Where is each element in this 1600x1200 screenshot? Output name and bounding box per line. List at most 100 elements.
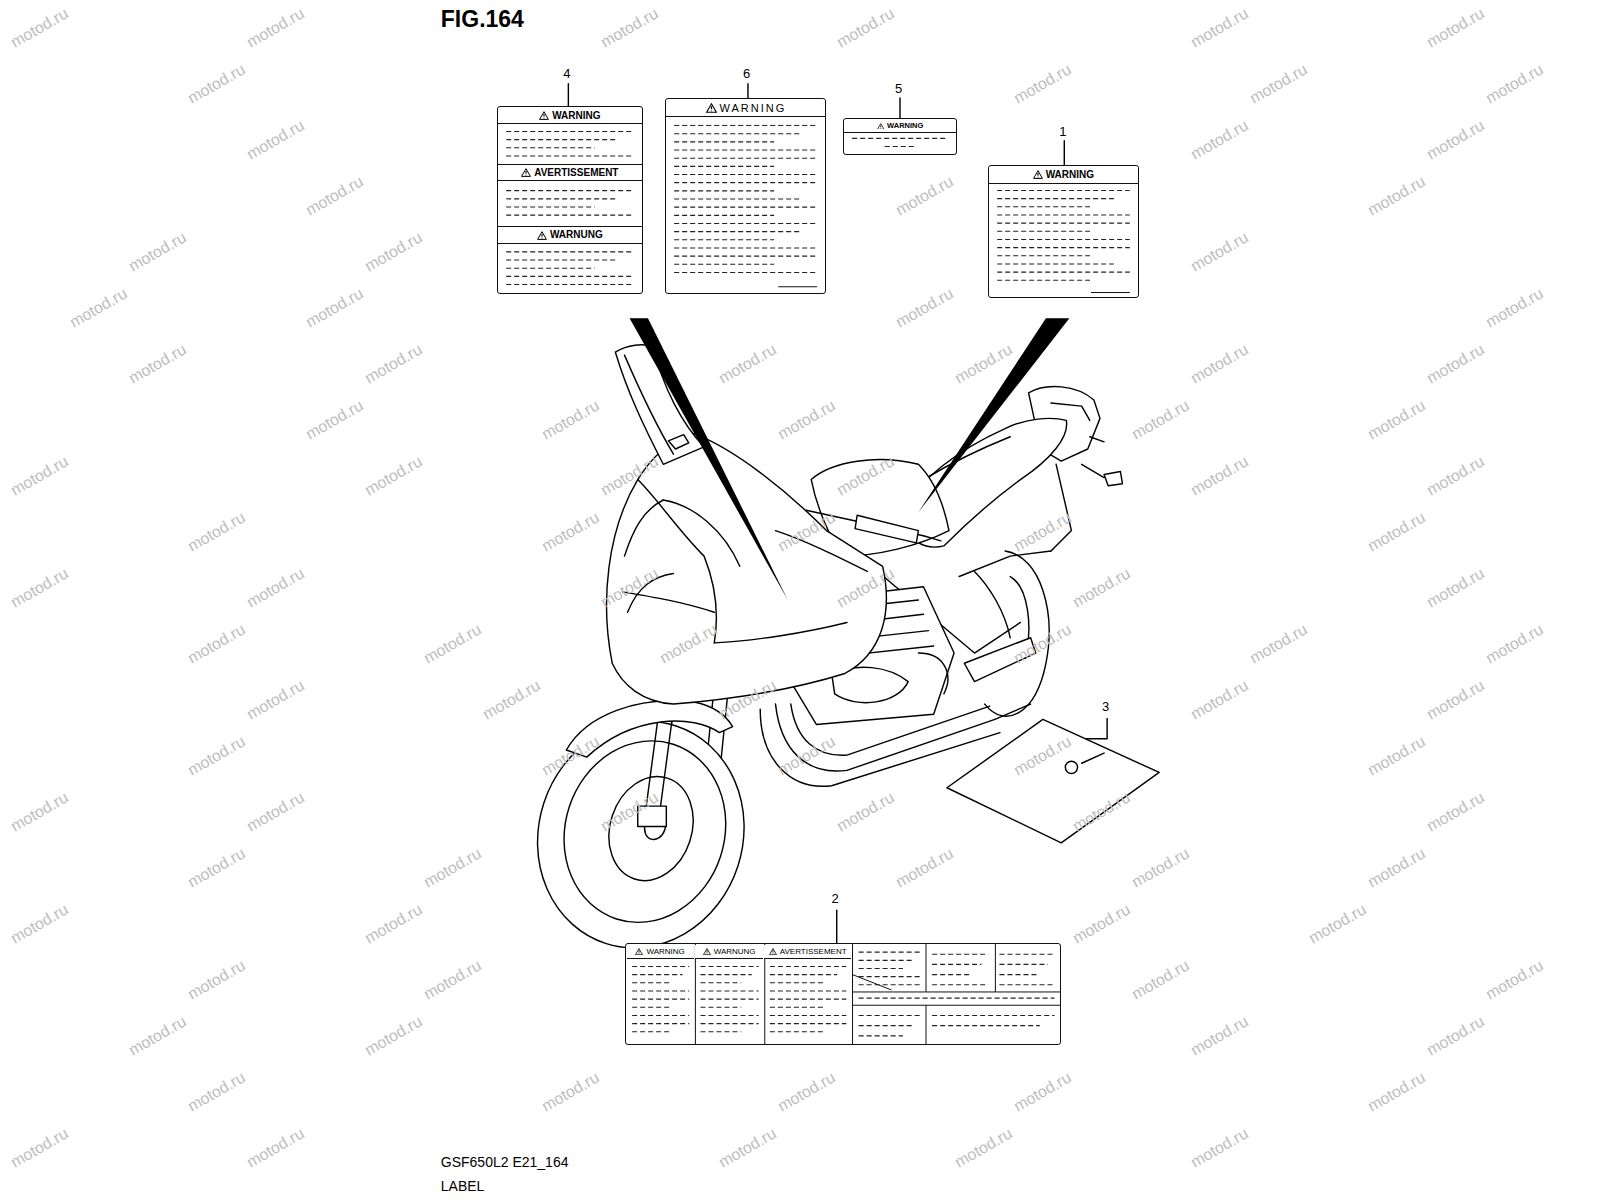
placeholder-line xyxy=(674,256,817,257)
placeholder-line xyxy=(674,239,774,240)
watermark: motod.ru xyxy=(422,957,485,1002)
heading-text: WARNUNG xyxy=(550,230,603,240)
placeholder-line xyxy=(997,239,1130,240)
watermark: motod.ru xyxy=(127,341,190,386)
placeholder-line xyxy=(632,982,672,983)
placeholder-line xyxy=(674,231,800,232)
placeholder-line xyxy=(506,260,617,261)
watermark: motod.ru xyxy=(363,1013,426,1058)
placeholder-line xyxy=(674,264,774,265)
placeholder-line xyxy=(769,1023,846,1024)
text-placeholder-lines xyxy=(498,107,644,295)
placeholder-line xyxy=(674,125,817,126)
warning-triangle xyxy=(769,948,777,955)
watermark: motod.ru xyxy=(422,845,485,890)
placeholder-line xyxy=(858,952,921,953)
watermark: motod.ru xyxy=(1484,285,1547,330)
table-rule xyxy=(852,975,891,990)
heading-text: WARNING xyxy=(720,103,787,114)
warning-triangle xyxy=(635,948,643,955)
watermark: motod.ru xyxy=(9,453,72,498)
callout-number: 4 xyxy=(563,67,570,80)
rear-wheel xyxy=(985,551,1049,716)
placeholder-line xyxy=(769,974,836,975)
watermark: motod.ru xyxy=(540,397,603,442)
placeholder-line xyxy=(506,268,595,269)
placeholder-line xyxy=(506,147,595,148)
watermark: motod.ru xyxy=(1366,397,1429,442)
watermark: motod.ru xyxy=(422,621,485,666)
placeholder-line xyxy=(999,984,1054,985)
warning-triangle xyxy=(877,123,885,130)
warning-triangle xyxy=(1033,170,1043,179)
watermark: motod.ru xyxy=(894,285,957,330)
placeholder-line xyxy=(506,207,595,208)
watermark: motod.ru xyxy=(1248,621,1311,666)
watermark: motod.ru xyxy=(1425,789,1488,834)
watermark: motod.ru xyxy=(1189,453,1252,498)
placeholder-line xyxy=(769,1031,823,1032)
watermark: motod.ru xyxy=(1425,453,1488,498)
warning-heading: WARNUNG xyxy=(498,226,642,243)
watermark: motod.ru xyxy=(9,565,72,610)
placeholder-line xyxy=(700,974,751,975)
warning-heading: WARNING xyxy=(989,167,1138,183)
placeholder-line xyxy=(674,207,817,208)
placeholder-line xyxy=(769,1015,846,1016)
placeholder-line xyxy=(506,198,617,199)
watermark: motod.ru xyxy=(1189,677,1252,722)
placeholder-line xyxy=(997,264,1114,265)
front-wheel xyxy=(508,694,773,975)
placeholder-line xyxy=(632,966,689,967)
watermark: motod.ru xyxy=(186,1069,249,1114)
watermark: motod.ru xyxy=(245,677,308,722)
placeholder-line xyxy=(997,198,1114,199)
placeholder-line xyxy=(999,954,1054,955)
warning-label: WARNINGWARNUNGAVERTISSEMENT xyxy=(625,943,1062,1045)
watermark: motod.ru xyxy=(776,397,839,442)
watermark: motod.ru xyxy=(1484,957,1547,1002)
callout-number: 5 xyxy=(895,82,902,95)
watermark: motod.ru xyxy=(540,1069,603,1114)
placeholder-line xyxy=(506,251,633,252)
watermark: motod.ru xyxy=(835,789,898,834)
placeholder-line xyxy=(700,1015,758,1016)
watermark: motod.ru xyxy=(1248,61,1311,106)
watermark: motod.ru xyxy=(894,845,957,890)
watermark: motod.ru xyxy=(1189,1013,1252,1058)
placeholder-line xyxy=(769,990,846,991)
watermark: motod.ru xyxy=(1012,509,1075,554)
placeholder-line xyxy=(858,1035,902,1036)
watermark: motod.ru xyxy=(245,1125,308,1170)
heading-text: WARNING xyxy=(646,948,684,956)
watermark: motod.ru xyxy=(835,5,898,50)
placeholder-line xyxy=(997,247,1130,248)
watermark: motod.ru xyxy=(186,733,249,778)
watermark: motod.ru xyxy=(245,117,308,162)
callout-number: 2 xyxy=(832,892,839,905)
text-placeholder-lines xyxy=(989,166,1140,299)
placeholder-line xyxy=(932,964,981,965)
watermark: motod.ru xyxy=(1012,1069,1075,1114)
placeholder-line xyxy=(858,984,921,985)
placeholder-line xyxy=(858,997,1054,998)
text-placeholder-lines xyxy=(626,944,1063,1046)
watermark: motod.ru xyxy=(1425,341,1488,386)
placeholder-line xyxy=(932,954,988,955)
placeholder-line xyxy=(932,1025,1040,1026)
placeholder-line xyxy=(506,139,617,140)
watermark: motod.ru xyxy=(1071,901,1134,946)
watermark: motod.ru xyxy=(1484,621,1547,666)
watermark: motod.ru xyxy=(9,5,72,50)
heading-text: WARNING xyxy=(552,111,600,121)
watermark: motod.ru xyxy=(9,789,72,834)
warning-label: WARNING xyxy=(843,118,957,155)
watermark: motod.ru xyxy=(186,509,249,554)
placeholder-line xyxy=(997,190,1130,191)
placeholder-line xyxy=(997,215,1130,216)
watermark: motod.ru xyxy=(1425,5,1488,50)
placeholder-line xyxy=(674,149,817,150)
watermark: motod.ru xyxy=(304,285,367,330)
placeholder-line xyxy=(932,1015,1054,1016)
placeholder-line xyxy=(632,974,682,975)
